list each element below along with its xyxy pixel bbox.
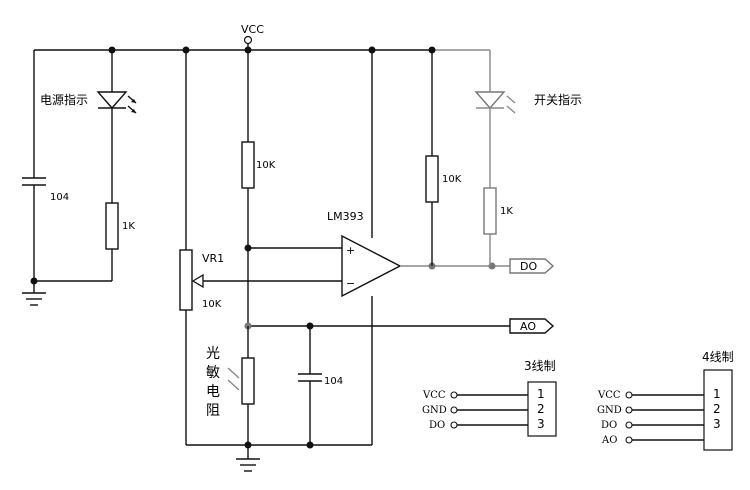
- resistor-1k-switch: [483, 187, 497, 235]
- ao-port-icon: [509, 318, 555, 334]
- switch-led-label: 开关指示: [534, 92, 582, 107]
- resistor-10k-out: [425, 155, 439, 203]
- connector-3-title: 3线制: [524, 359, 556, 373]
- junction-dot: [306, 441, 314, 449]
- pot-name: VR1: [202, 252, 224, 265]
- power-led-label: 电源指示: [40, 92, 88, 107]
- power-led-icon: [96, 91, 128, 110]
- res-power-led-value: 1K: [122, 221, 135, 232]
- connector-4-title: 4线制: [702, 350, 734, 364]
- connector-3-signal: GND: [422, 405, 447, 416]
- connector-4-terminal: [625, 391, 633, 399]
- photoresistor-char: 电: [206, 384, 220, 400]
- pot-value: 10K: [202, 299, 222, 310]
- connector-4-signal: VCC: [597, 390, 621, 401]
- connector-3-box: [527, 381, 557, 437]
- photoresistor: [241, 357, 255, 405]
- connector-3-terminal: [450, 421, 458, 429]
- comparator-lm393: [341, 234, 402, 298]
- light-arrow-icon: [227, 379, 240, 391]
- connector-3-signal: DO: [429, 420, 445, 431]
- connector-3-pin: 2: [537, 402, 545, 416]
- light-arrowhead: [131, 99, 136, 113]
- resistor-1k-power: [105, 202, 119, 250]
- connector-4-signal: GND: [597, 405, 622, 416]
- plus-sign: +: [346, 244, 355, 257]
- connector-4-terminal: [625, 436, 633, 444]
- junction-dot: [244, 244, 252, 252]
- connector-3-pin: 1: [537, 387, 545, 401]
- photoresistor-char: 敏: [206, 365, 220, 381]
- connector-4-terminal: [625, 421, 633, 429]
- do-port-label: DO: [520, 260, 537, 273]
- resistor-10k-pullup: [241, 141, 255, 189]
- res-switch-led-value: 1K: [500, 206, 513, 217]
- connector-4-pin: 2: [713, 402, 721, 416]
- connector-3-terminal: [450, 406, 458, 414]
- ao-port-label: AO: [520, 320, 536, 333]
- connector-3-terminal: [450, 391, 458, 399]
- photoresistor-char: 光: [206, 346, 220, 362]
- connector-3-pin: 3: [537, 417, 545, 431]
- connector-4-pin: 1: [713, 387, 721, 401]
- wiper-arrow-icon: [191, 273, 204, 289]
- potentiometer-vr1: [179, 249, 193, 311]
- light-arrow-icon: [227, 367, 240, 379]
- res-pullup-out-value: 10K: [442, 174, 462, 185]
- res-pullup-in-value: 10K: [256, 160, 276, 171]
- vcc-terminal: [243, 35, 253, 45]
- connector-4-box: [703, 369, 733, 451]
- minus-sign: −: [346, 277, 355, 290]
- connector-4-signal: DO: [601, 420, 617, 431]
- cap-left-value: 104: [50, 192, 69, 203]
- connector-4-terminal: [625, 406, 633, 414]
- connector-3-signal: VCC: [422, 390, 446, 401]
- do-port-icon: [509, 258, 555, 274]
- switch-led-icon: [474, 91, 506, 110]
- comparator-label: LM393: [327, 210, 364, 223]
- vcc-label: VCC: [241, 23, 264, 36]
- connector-4-pin: 3: [713, 417, 721, 431]
- photoresistor-char: 阻: [206, 403, 220, 419]
- light-arrow-icon: [506, 95, 516, 104]
- cap-bottom-value: 104: [324, 376, 343, 387]
- light-arrow-icon: [506, 105, 516, 114]
- connector-4-signal: AO: [601, 435, 617, 446]
